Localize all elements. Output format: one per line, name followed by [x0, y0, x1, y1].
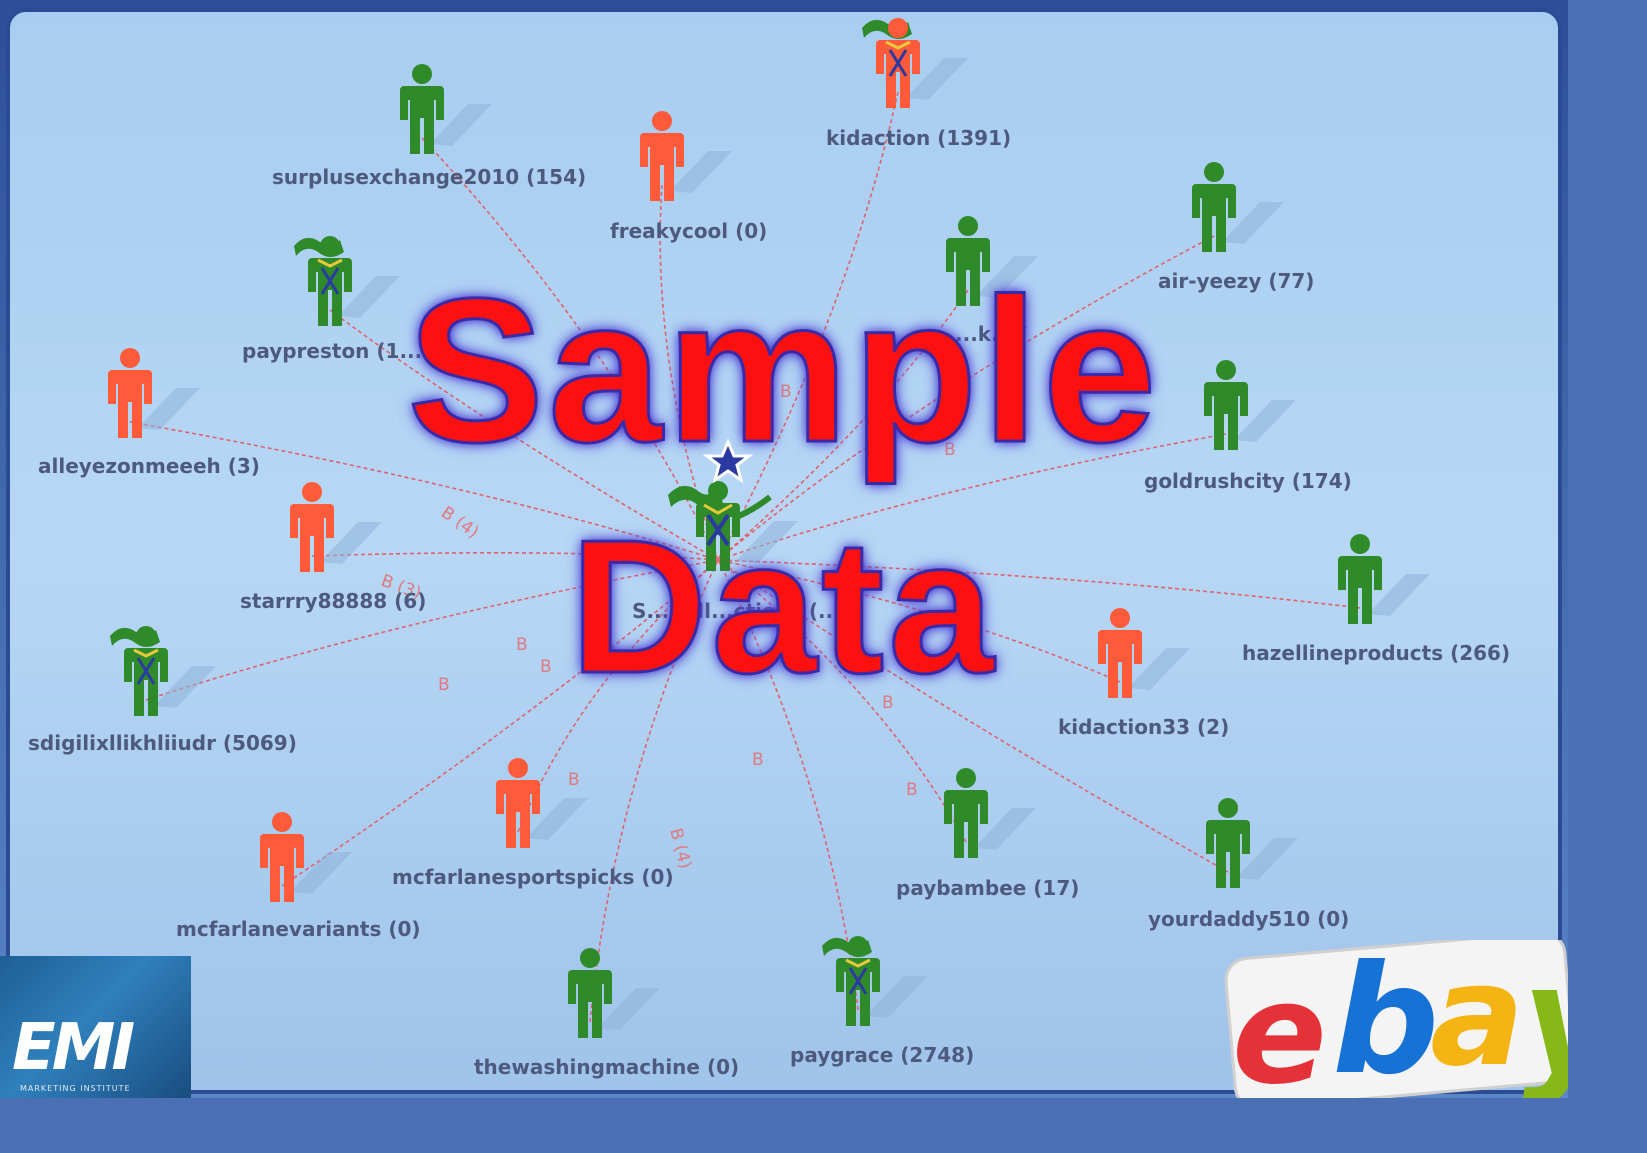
edge-label: B	[906, 780, 918, 800]
node-label-yourdaddy510: yourdaddy510 (0)	[1148, 907, 1349, 931]
nodes: surplusexchange2010 (154) freakycool (0) k…	[28, 18, 1510, 1079]
edges	[129, 91, 1361, 1023]
edge-label: B	[882, 693, 894, 713]
watermark-line1: Sample	[406, 256, 1161, 485]
ebay-letter-e: e	[1232, 953, 1327, 1098]
edge-mcfarlanevariants	[281, 559, 719, 887]
node-label-paygrace: paygrace (2748)	[790, 1043, 974, 1067]
node-paygrace[interactable]	[822, 936, 928, 1026]
node-paypreston[interactable]	[294, 236, 400, 326]
edge-starrry88888	[311, 552, 719, 561]
node-label-thewashingmachine: thewashingmachine (0)	[474, 1055, 739, 1079]
ebay-letter-a: a	[1430, 940, 1524, 1098]
edge-paybambee	[717, 559, 967, 843]
edge-label: B	[752, 750, 764, 770]
edge-sdigilixllikhliiudr	[145, 559, 719, 701]
edge-air-yeezy	[717, 235, 1215, 561]
edge-hazellineproducts	[717, 559, 1361, 609]
node-label-air-yeezy: air-yeezy (77)	[1158, 269, 1314, 293]
edge-label: B	[516, 635, 528, 655]
star-icon	[702, 438, 754, 484]
ebay-letter-y: y	[1522, 940, 1568, 1098]
node-label-kidaction33: kidaction33 (2)	[1058, 715, 1229, 739]
edge-label: B	[780, 382, 792, 402]
edge-freakycool	[659, 184, 719, 561]
edge-label: B	[588, 377, 600, 397]
node-label-paypreston: paypreston (1...	[242, 339, 422, 363]
edge-kidaction	[717, 91, 899, 561]
node-label-hidden: ...k...7	[955, 322, 1028, 346]
node-label-goldrushcity: goldrushcity (174)	[1144, 469, 1352, 493]
edge-goldrushcity	[717, 433, 1227, 561]
node-label-mcfarlanevariants: mcfarlanevariants (0)	[176, 917, 421, 941]
node-kidaction[interactable]	[862, 18, 968, 108]
ebay-letter-b: b	[1332, 940, 1439, 1098]
edge-label: B	[568, 770, 580, 790]
emi-logo: EMI MARKETING INSTITUTE	[0, 956, 191, 1098]
center-node-label: S...doll...ctions (...)	[632, 599, 850, 623]
edge-paypreston	[329, 309, 719, 561]
node-label-freakycool: freakycool (0)	[610, 219, 767, 243]
node-label-sdigilixllikhliiudr: sdigilixllikhliiudr (5069)	[28, 731, 297, 755]
node-label-paybambee: paybambee (17)	[896, 876, 1079, 900]
ebay-logo: e b a y	[1224, 940, 1568, 1098]
edge-hidden	[717, 289, 969, 561]
node-sdigilixllikhliiudr[interactable]	[110, 626, 216, 716]
node-label-surplusexchange2010: surplusexchange2010 (154)	[272, 165, 586, 189]
edge-label: B	[438, 675, 450, 695]
edge-alleyezonmeeeh	[129, 421, 719, 561]
emi-logo-text: EMI	[12, 1011, 135, 1085]
watermark-line2: Data	[569, 501, 998, 713]
node-label-starrry88888: starrry88888 (6)	[240, 589, 426, 613]
center-node[interactable]	[668, 481, 798, 571]
edge-label: B	[944, 440, 956, 460]
node-label-hazellineproducts: hazellineproducts (266)	[1242, 641, 1510, 665]
node-label-kidaction: kidaction (1391)	[826, 126, 1011, 150]
emi-logo-subtext: MARKETING INSTITUTE	[20, 1084, 131, 1093]
edge-yourdaddy510	[717, 559, 1229, 873]
edge-mcfarlanesportspicks	[517, 559, 719, 833]
node-label-alleyezonmeeeh: alleyezonmeeeh (3)	[38, 454, 260, 478]
edge-kidaction33	[717, 559, 1121, 683]
node-label-mcfarlanesportspicks: mcfarlanesportspicks (0)	[392, 865, 674, 889]
edge-label: B	[540, 657, 552, 677]
